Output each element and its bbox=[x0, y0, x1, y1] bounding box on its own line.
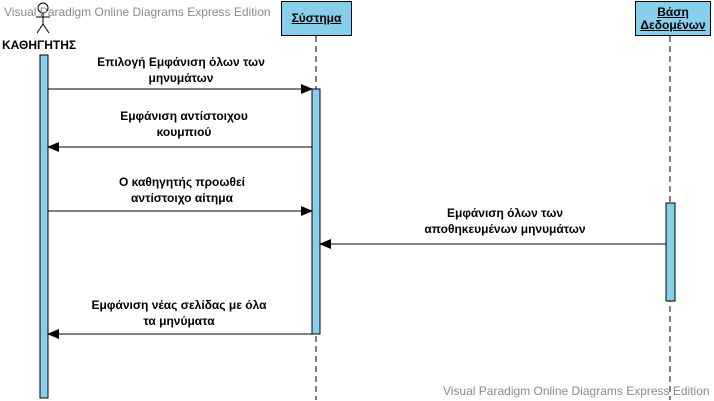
activation-bar-database bbox=[665, 202, 676, 302]
message-label-4-line1: Εμφάνιση όλων των bbox=[446, 206, 564, 220]
participant-system: Σύστημα bbox=[281, 1, 352, 36]
message-label-2-line2: κουμπιού bbox=[156, 125, 212, 139]
message-label-3-line1: Ο καθηγητής προωθεί bbox=[118, 175, 246, 189]
actor-label: ΚΑΘΗΓΗΤΗΣ bbox=[2, 38, 77, 52]
participant-database-line2: Δεδομένων bbox=[640, 17, 706, 32]
activation-bar-actor bbox=[39, 54, 49, 399]
message-label-2: Εμφάνιση αντίστοιχου κουμπιού bbox=[120, 108, 248, 140]
actor-figure-icon bbox=[36, 2, 50, 34]
message-label-5-line2: τα μηνύματα bbox=[143, 314, 215, 328]
activation-bar-system bbox=[311, 88, 321, 335]
message-label-5-line1: Εμφάνιση νέας σελίδας με όλα bbox=[91, 298, 267, 312]
message-label-1-line1: Επιλογή Εμφάνιση όλων των bbox=[97, 55, 265, 69]
message-label-1-line2: μηνυμάτων bbox=[148, 71, 214, 85]
message-label-2-line1: Εμφάνιση αντίστοιχου bbox=[120, 109, 248, 123]
message-label-3-line2: αντίστοιχο αίτημα bbox=[131, 191, 233, 205]
message-label-1: Επιλογή Εμφάνιση όλων των μηνυμάτων bbox=[97, 54, 265, 86]
participant-database: Βάση Δεδομένων bbox=[635, 1, 711, 36]
message-label-5: Εμφάνιση νέας σελίδας με όλα τα μηνύματα bbox=[92, 297, 267, 329]
watermark-top: Visual Paradigm Online Diagrams Express … bbox=[4, 5, 271, 19]
message-label-4-line2: αποθηκευμένων μηνυμάτων bbox=[424, 222, 586, 236]
message-label-4: Εμφάνιση όλων των αποθηκευμένων μηνυμάτω… bbox=[424, 205, 585, 237]
watermark-bottom: Visual Paradigm Online Diagrams Express … bbox=[443, 384, 710, 398]
participant-database-line1: Βάση bbox=[657, 4, 689, 19]
participant-system-label: Σύστημα bbox=[291, 11, 342, 25]
message-label-3: Ο καθηγητής προωθεί αντίστοιχο αίτημα bbox=[119, 174, 245, 206]
